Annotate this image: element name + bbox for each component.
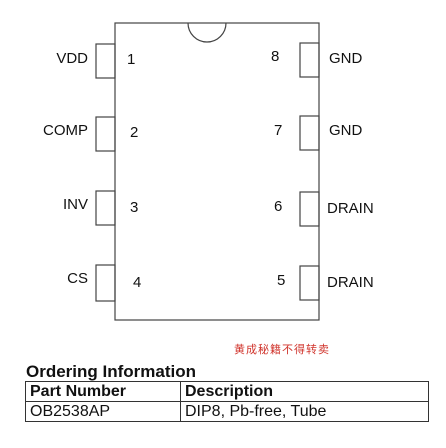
- ordering-table: Part Number Description OB2538AP DIP8, P…: [25, 381, 429, 422]
- column-header-part-number: Part Number: [25, 381, 181, 402]
- pin-box-4: [95, 264, 116, 302]
- table-row: OB2538AP DIP8, Pb-free, Tube: [25, 401, 429, 422]
- table-header-row: Part Number Description: [25, 381, 429, 402]
- pin-name-cs: CS: [67, 270, 88, 287]
- cell-description: DIP8, Pb-free, Tube: [180, 401, 429, 422]
- pin-box-1: [95, 43, 116, 79]
- pin-box-8: [299, 42, 320, 78]
- pin-name-vdd: VDD: [56, 50, 88, 67]
- pin1-notch: [187, 22, 227, 43]
- pin-number-8: 8: [271, 48, 280, 65]
- pin-number-4: 4: [133, 274, 142, 291]
- pin-name-comp: COMP: [43, 122, 88, 139]
- pin-number-2: 2: [130, 124, 139, 141]
- pin-box-3: [95, 190, 116, 226]
- pin-name-drain-5: DRAIN: [327, 274, 374, 291]
- pin-box-2: [95, 116, 116, 152]
- pin-box-7: [299, 115, 320, 151]
- ordering-heading: Ordering Information: [26, 362, 196, 381]
- pin-number-3: 3: [130, 199, 139, 216]
- pin-name-gnd-8: GND: [329, 50, 363, 67]
- pin-number-6: 6: [274, 198, 283, 215]
- pin-name-inv: INV: [62, 196, 88, 213]
- pin-name-gnd-7: GND: [329, 122, 363, 139]
- pin-box-6: [299, 191, 320, 227]
- pin-number-5: 5: [277, 272, 286, 289]
- column-header-description: Description: [180, 381, 429, 402]
- pin-box-5: [299, 265, 320, 301]
- watermark-text: 黄成秘籍不得转卖: [234, 343, 330, 356]
- pin-name-drain-6: DRAIN: [327, 200, 374, 217]
- pin-number-7: 7: [274, 122, 283, 139]
- ic-body: [114, 22, 320, 321]
- pin-number-1: 1: [127, 51, 136, 68]
- cell-part-number: OB2538AP: [25, 401, 181, 422]
